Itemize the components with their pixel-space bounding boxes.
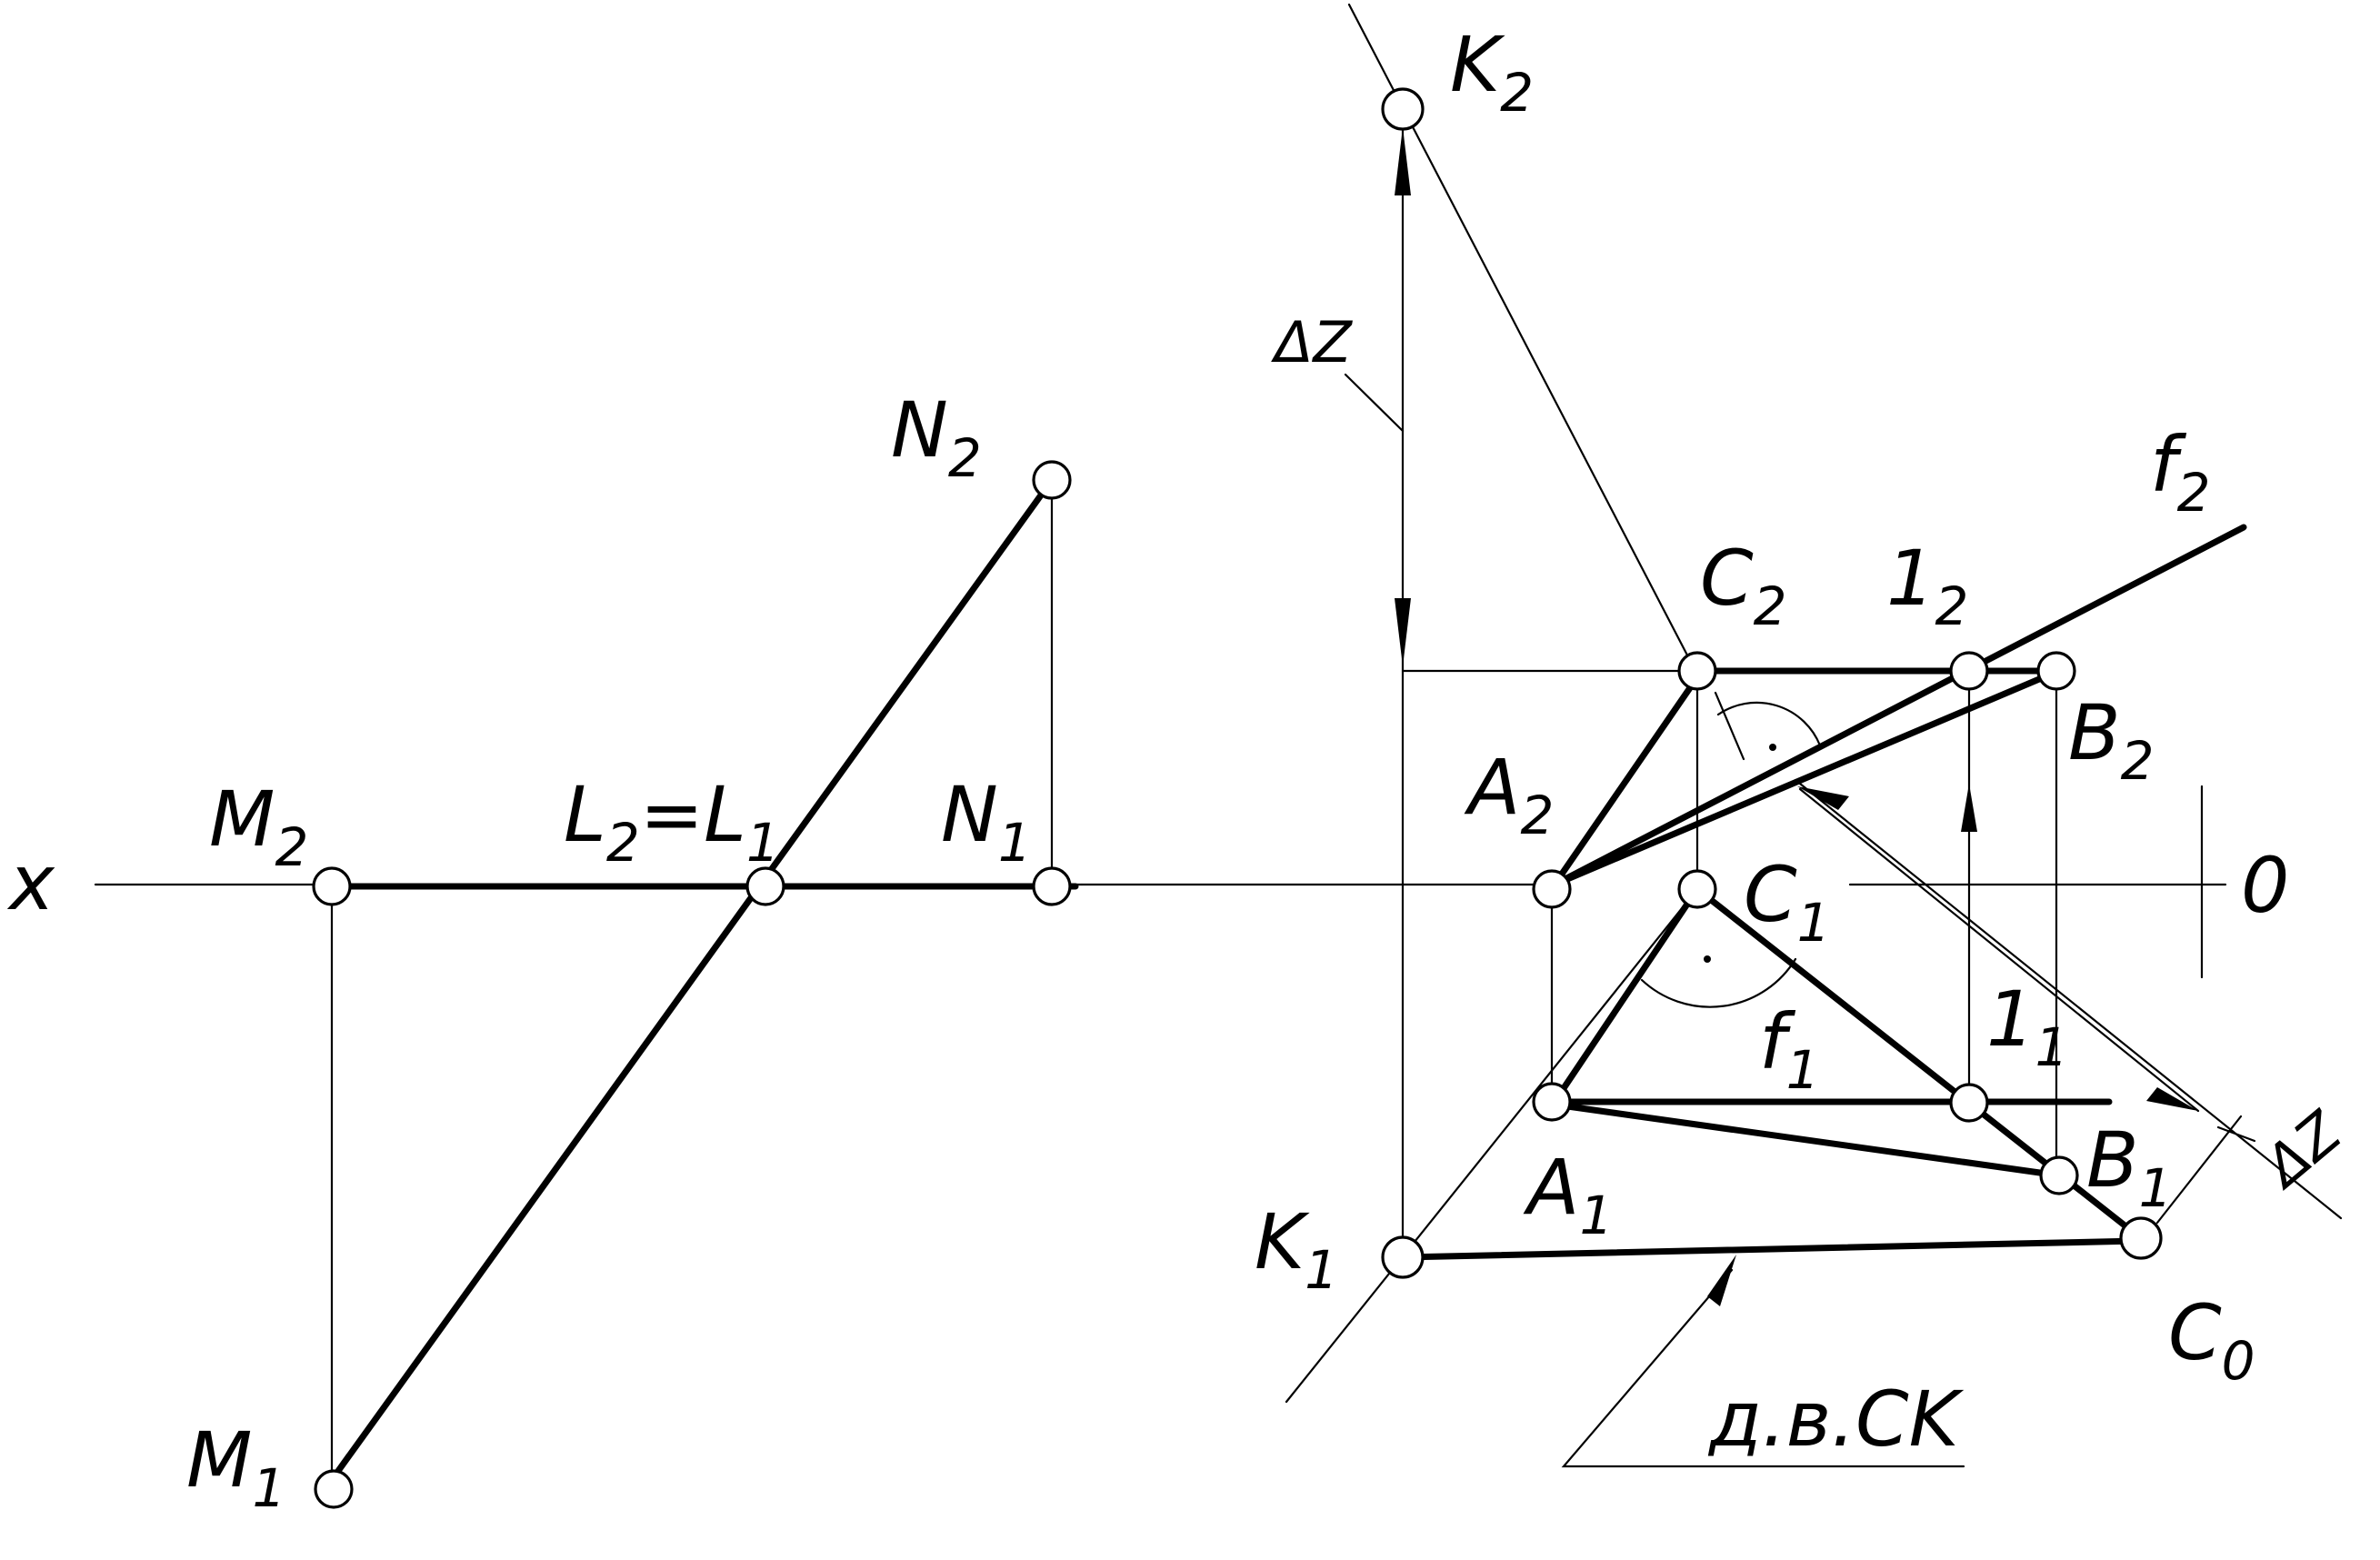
segment-k1-c0 [1399,1237,2142,1261]
point-c0 [2119,1216,2163,1260]
principal-lines [330,483,2247,1481]
label-one2: 12 [1886,534,1968,637]
label-k1: K1 [1255,1197,1338,1301]
label-f1: f1 [1759,997,1819,1101]
segment-m1-n2 [330,483,1051,1481]
label-f2: f2 [2150,420,2210,524]
right-angle-arc-lower [1640,957,1797,1008]
label-n1: N1 [941,770,1032,874]
label-m2: M2 [209,775,308,878]
point-a2 [1532,869,1572,909]
point-one2 [1949,651,1989,691]
arrowheads [1395,127,2198,1306]
right-angle-dot-upper [1769,744,1776,751]
dz-leader-lower [2216,1125,2256,1143]
label-n2: N2 [891,385,982,489]
label-dz-upper: ΔZ [1271,309,1353,375]
dz-arrow-upper-left [1797,786,1849,810]
k-line-lower [1285,887,1699,1404]
frontal-line-f2 [1551,524,2247,888]
labels: x 0 M2 M1 L2=L1 N2 N1 K2 K1 C2 C1 C0 12 … [6,20,2355,1519]
point-c1 [1677,869,1717,909]
point-k2 [1381,87,1425,131]
point-c2 [1677,651,1717,691]
perpendicular-direction-line [1794,778,2343,1220]
segment-a1-b1 [1551,1101,2056,1178]
label-true-length: д.в.CK [1707,1375,1965,1464]
label-dz-lower: ΔZ [2249,1097,2355,1201]
right-angle-dot-lower [1704,955,1711,963]
dz-extension-line [2155,1115,2243,1225]
point-one1 [1949,1083,1989,1123]
c2-angle-leader [1714,691,1745,761]
point-b1 [2039,1155,2079,1195]
construction-lines [94,3,2343,1491]
label-one1: 11 [1986,975,2068,1078]
dz-arrow-down [1395,598,1411,666]
point-m2 [312,866,352,906]
dz-measure-line [1798,787,2200,1113]
point-k1 [1381,1235,1425,1279]
points [312,87,2163,1509]
label-l: L2=L1 [564,770,780,874]
true-length-arrow [1707,1255,1736,1306]
one-arrow-up [1961,784,1977,832]
dz-arrow-up [1395,127,1411,195]
label-c2: C2 [1700,534,1787,637]
point-l [745,866,785,906]
point-m1 [314,1469,354,1509]
label-x-axis: x [6,838,55,927]
label-c0: C0 [2168,1288,2255,1392]
label-b1: B1 [2086,1115,2173,1219]
dz-arrow-lower-right [2146,1087,2198,1111]
segment-a1-c1 [1551,885,1701,1105]
segment-a2-b2 [1551,671,2054,888]
label-m1: M1 [186,1415,285,1519]
label-a1: A1 [1523,1143,1613,1246]
dz-leader-upper [1344,373,1405,433]
point-b2 [2036,651,2076,691]
point-a1 [1532,1082,1572,1122]
right-angle-arc-upper [1716,701,1822,747]
label-b2: B2 [2068,688,2155,792]
true-length-leader [1561,1268,1965,1468]
label-k2: K2 [1450,20,1534,124]
label-a2: A2 [1464,743,1554,846]
point-n2 [1032,460,1072,500]
label-c1: C1 [1744,850,1831,954]
label-axis-o: 0 [2241,841,2289,930]
point-n1 [1032,866,1072,906]
segment-a2-c2 [1551,674,1701,888]
